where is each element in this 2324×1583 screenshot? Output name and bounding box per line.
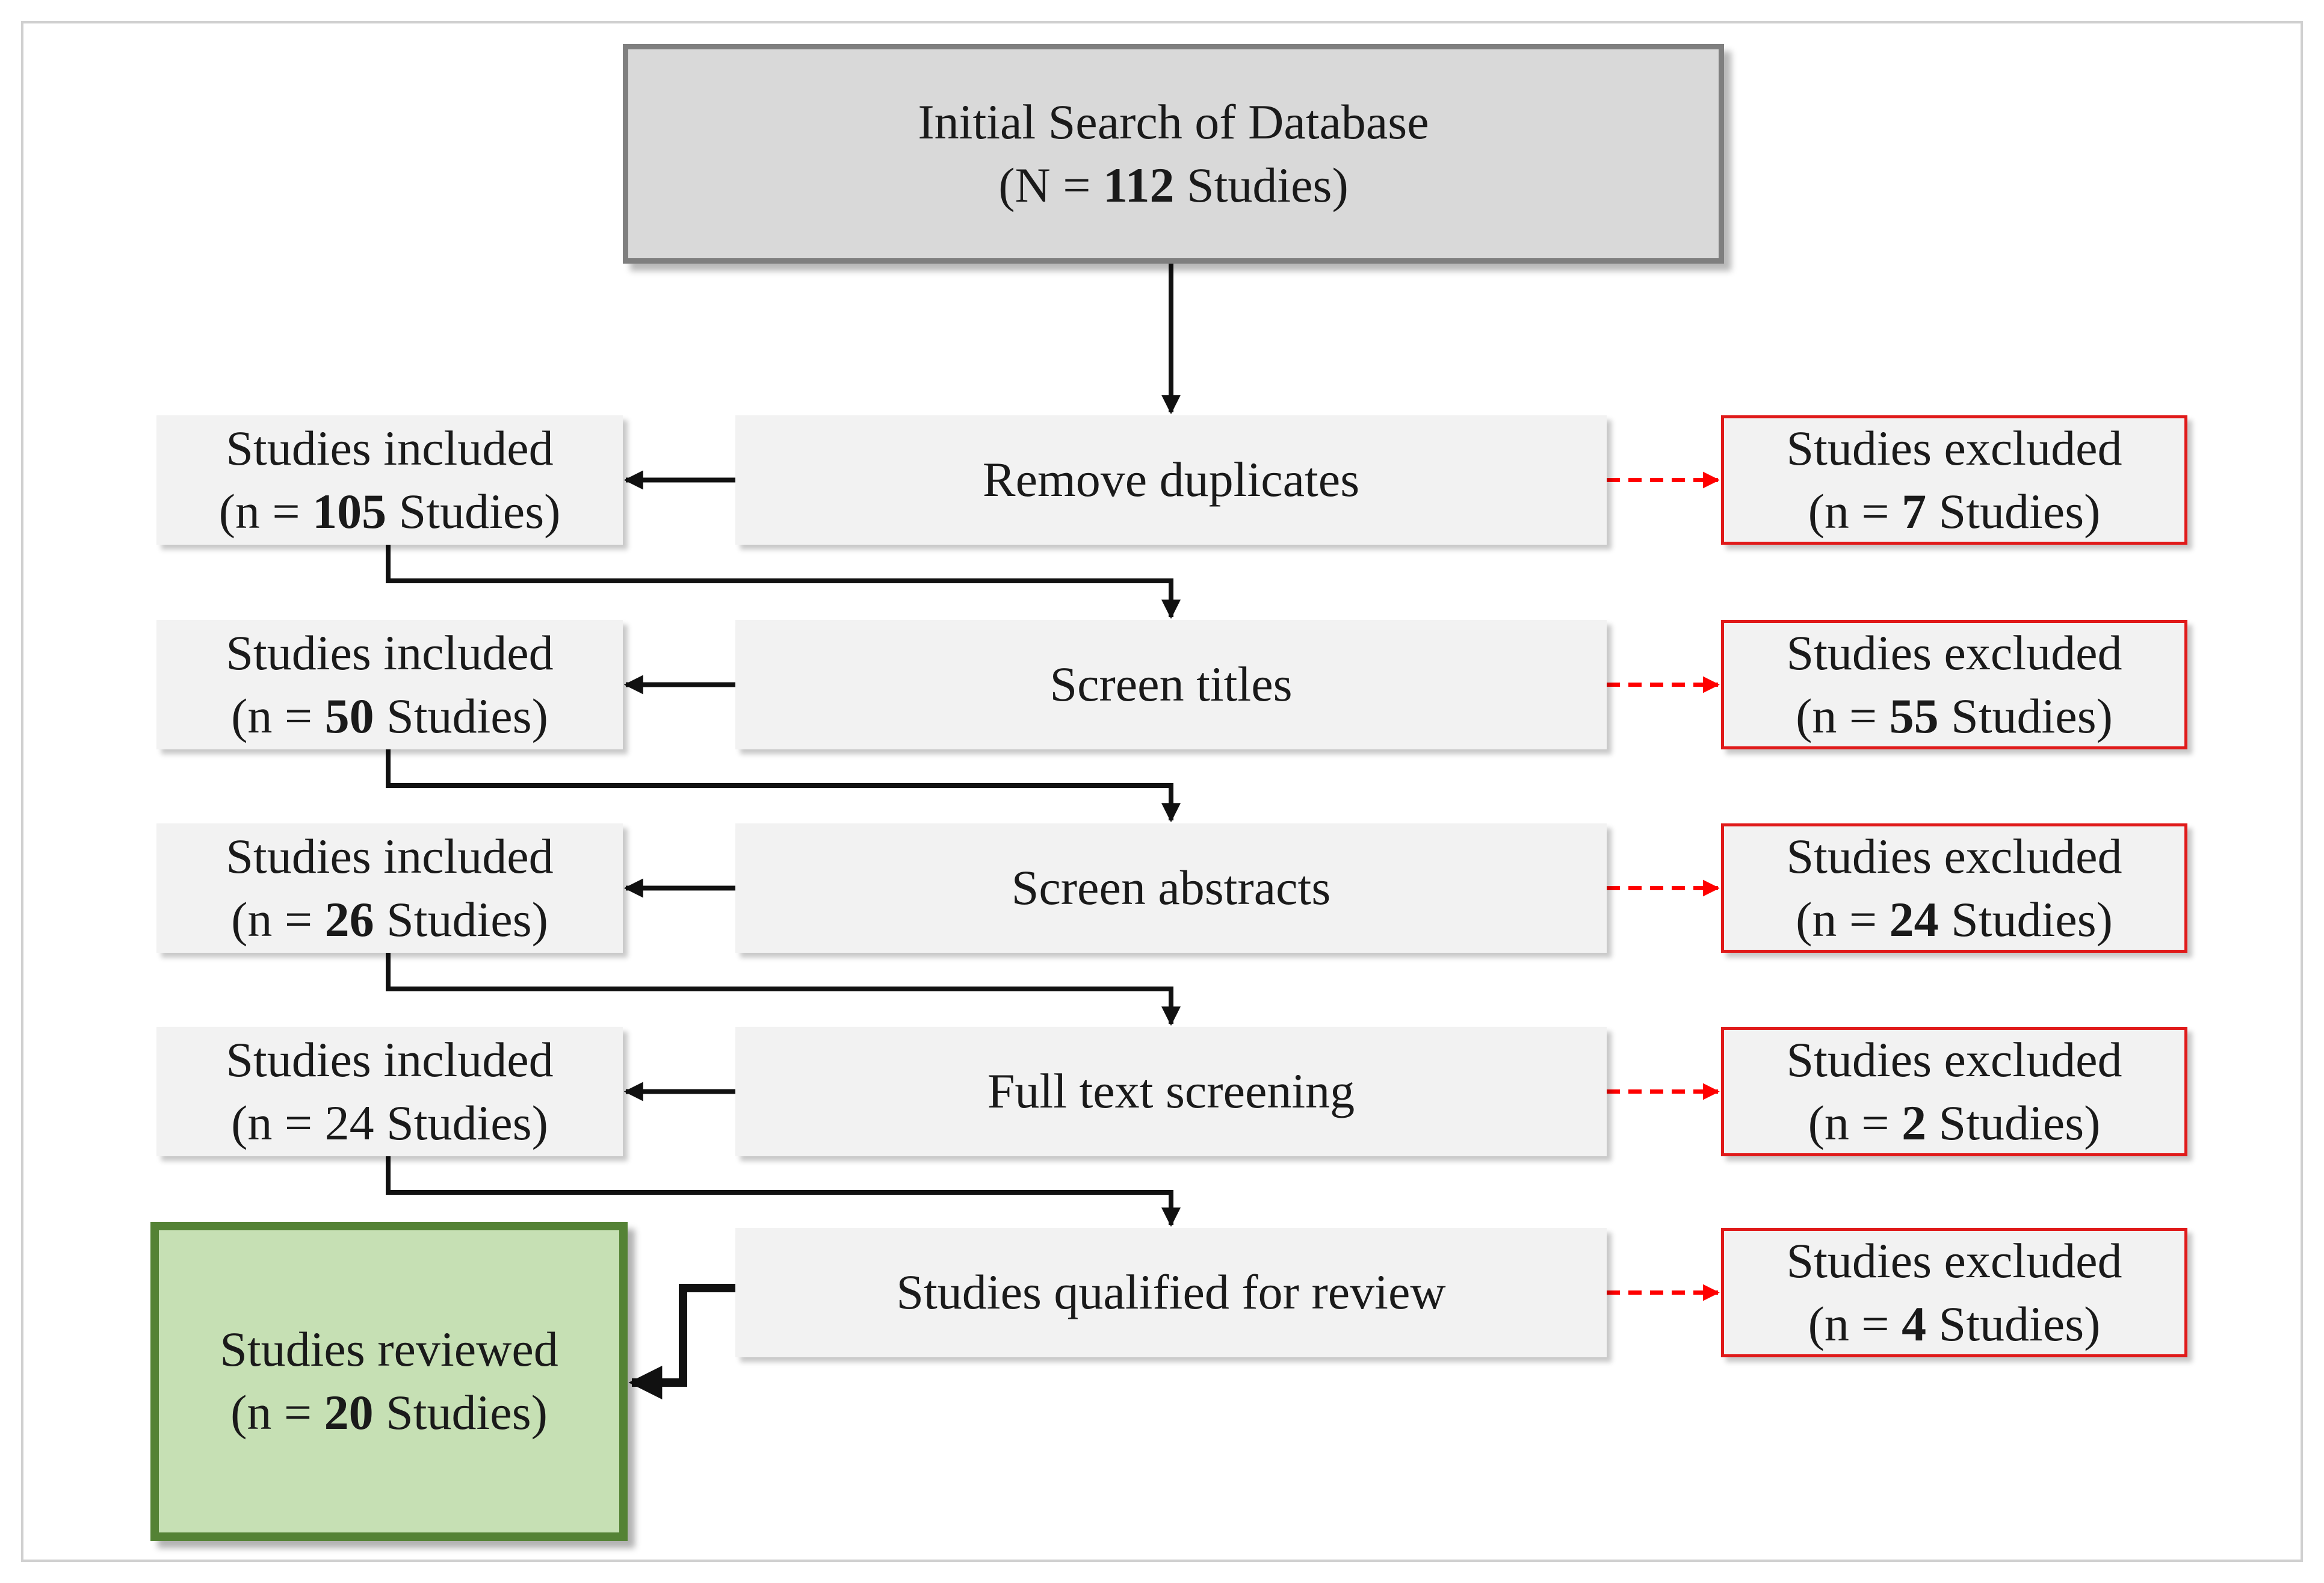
studies-included-title: Studies included (226, 1032, 554, 1087)
studies-reviewed-count: (n = 20 Studies) (230, 1385, 548, 1440)
stage-box: Studies qualified for review (735, 1228, 1607, 1357)
studies-excluded-box: Studies excluded (n = 2 Studies) (1721, 1027, 2187, 1156)
studies-excluded-title: Studies excluded (1786, 625, 2122, 680)
studies-reviewed-box: Studies reviewed (n = 20 Studies) (150, 1222, 628, 1541)
studies-included-count: (n = 50 Studies) (231, 688, 548, 743)
studies-excluded-count: (n = 7 Studies) (1808, 483, 2101, 539)
studies-excluded-title: Studies excluded (1786, 1032, 2122, 1087)
arrow-to-next-stage (386, 953, 1181, 1026)
arrow-to-next-stage (386, 545, 1181, 619)
stage-label: Studies qualified for review (896, 1265, 1446, 1320)
studies-excluded-box: Studies excluded (n = 24 Studies) (1721, 823, 2187, 953)
stage-label: Full text screening (987, 1064, 1355, 1119)
studies-excluded-box: Studies excluded (n = 55 Studies) (1721, 620, 2187, 749)
studies-excluded-title: Studies excluded (1786, 420, 2122, 476)
arrow-to-next-stage (386, 749, 1181, 823)
studies-excluded-title: Studies excluded (1786, 1233, 2122, 1288)
studies-excluded-count: (n = 24 Studies) (1796, 891, 2113, 947)
stage-box: Screen titles (735, 620, 1607, 749)
stage-box: Full text screening (735, 1027, 1607, 1156)
diagram-frame (21, 21, 2303, 1562)
stage-label: Screen titles (1049, 657, 1293, 712)
studies-excluded-count: (n = 4 Studies) (1808, 1296, 2101, 1351)
studies-included-box: Studies included (n = 24 Studies) (156, 1027, 623, 1156)
studies-included-box: Studies included (n = 50 Studies) (156, 620, 623, 749)
studies-included-title: Studies included (226, 625, 554, 680)
initial-search-count: (N = 112 Studies) (998, 157, 1349, 212)
stage-box: Remove duplicates (735, 415, 1607, 545)
studies-excluded-count: (n = 2 Studies) (1808, 1095, 2101, 1150)
studies-included-count: (n = 26 Studies) (231, 891, 548, 947)
stage-label: Remove duplicates (982, 452, 1360, 507)
studies-excluded-title: Studies excluded (1786, 828, 2122, 884)
arrow-to-reviewed (628, 1284, 735, 1399)
studies-included-count: (n = 105 Studies) (218, 483, 561, 539)
arrow-to-next-stage (386, 1156, 1181, 1227)
studies-excluded-box: Studies excluded (n = 7 Studies) (1721, 415, 2187, 545)
studies-included-box: Studies included (n = 105 Studies) (156, 415, 623, 545)
studies-excluded-box: Studies excluded (n = 4 Studies) (1721, 1228, 2187, 1357)
studies-reviewed-title: Studies reviewed (220, 1322, 558, 1377)
studies-included-title: Studies included (226, 420, 554, 476)
studies-included-title: Studies included (226, 828, 554, 884)
studies-excluded-count: (n = 55 Studies) (1796, 688, 2113, 743)
initial-search-box: Initial Search of Database (N = 112 Stud… (623, 44, 1724, 264)
studies-included-box: Studies included (n = 26 Studies) (156, 823, 623, 953)
stage-box: Screen abstracts (735, 823, 1607, 953)
initial-search-title: Initial Search of Database (918, 94, 1429, 149)
stage-label: Screen abstracts (1011, 860, 1331, 915)
studies-included-count: (n = 24 Studies) (231, 1095, 548, 1150)
